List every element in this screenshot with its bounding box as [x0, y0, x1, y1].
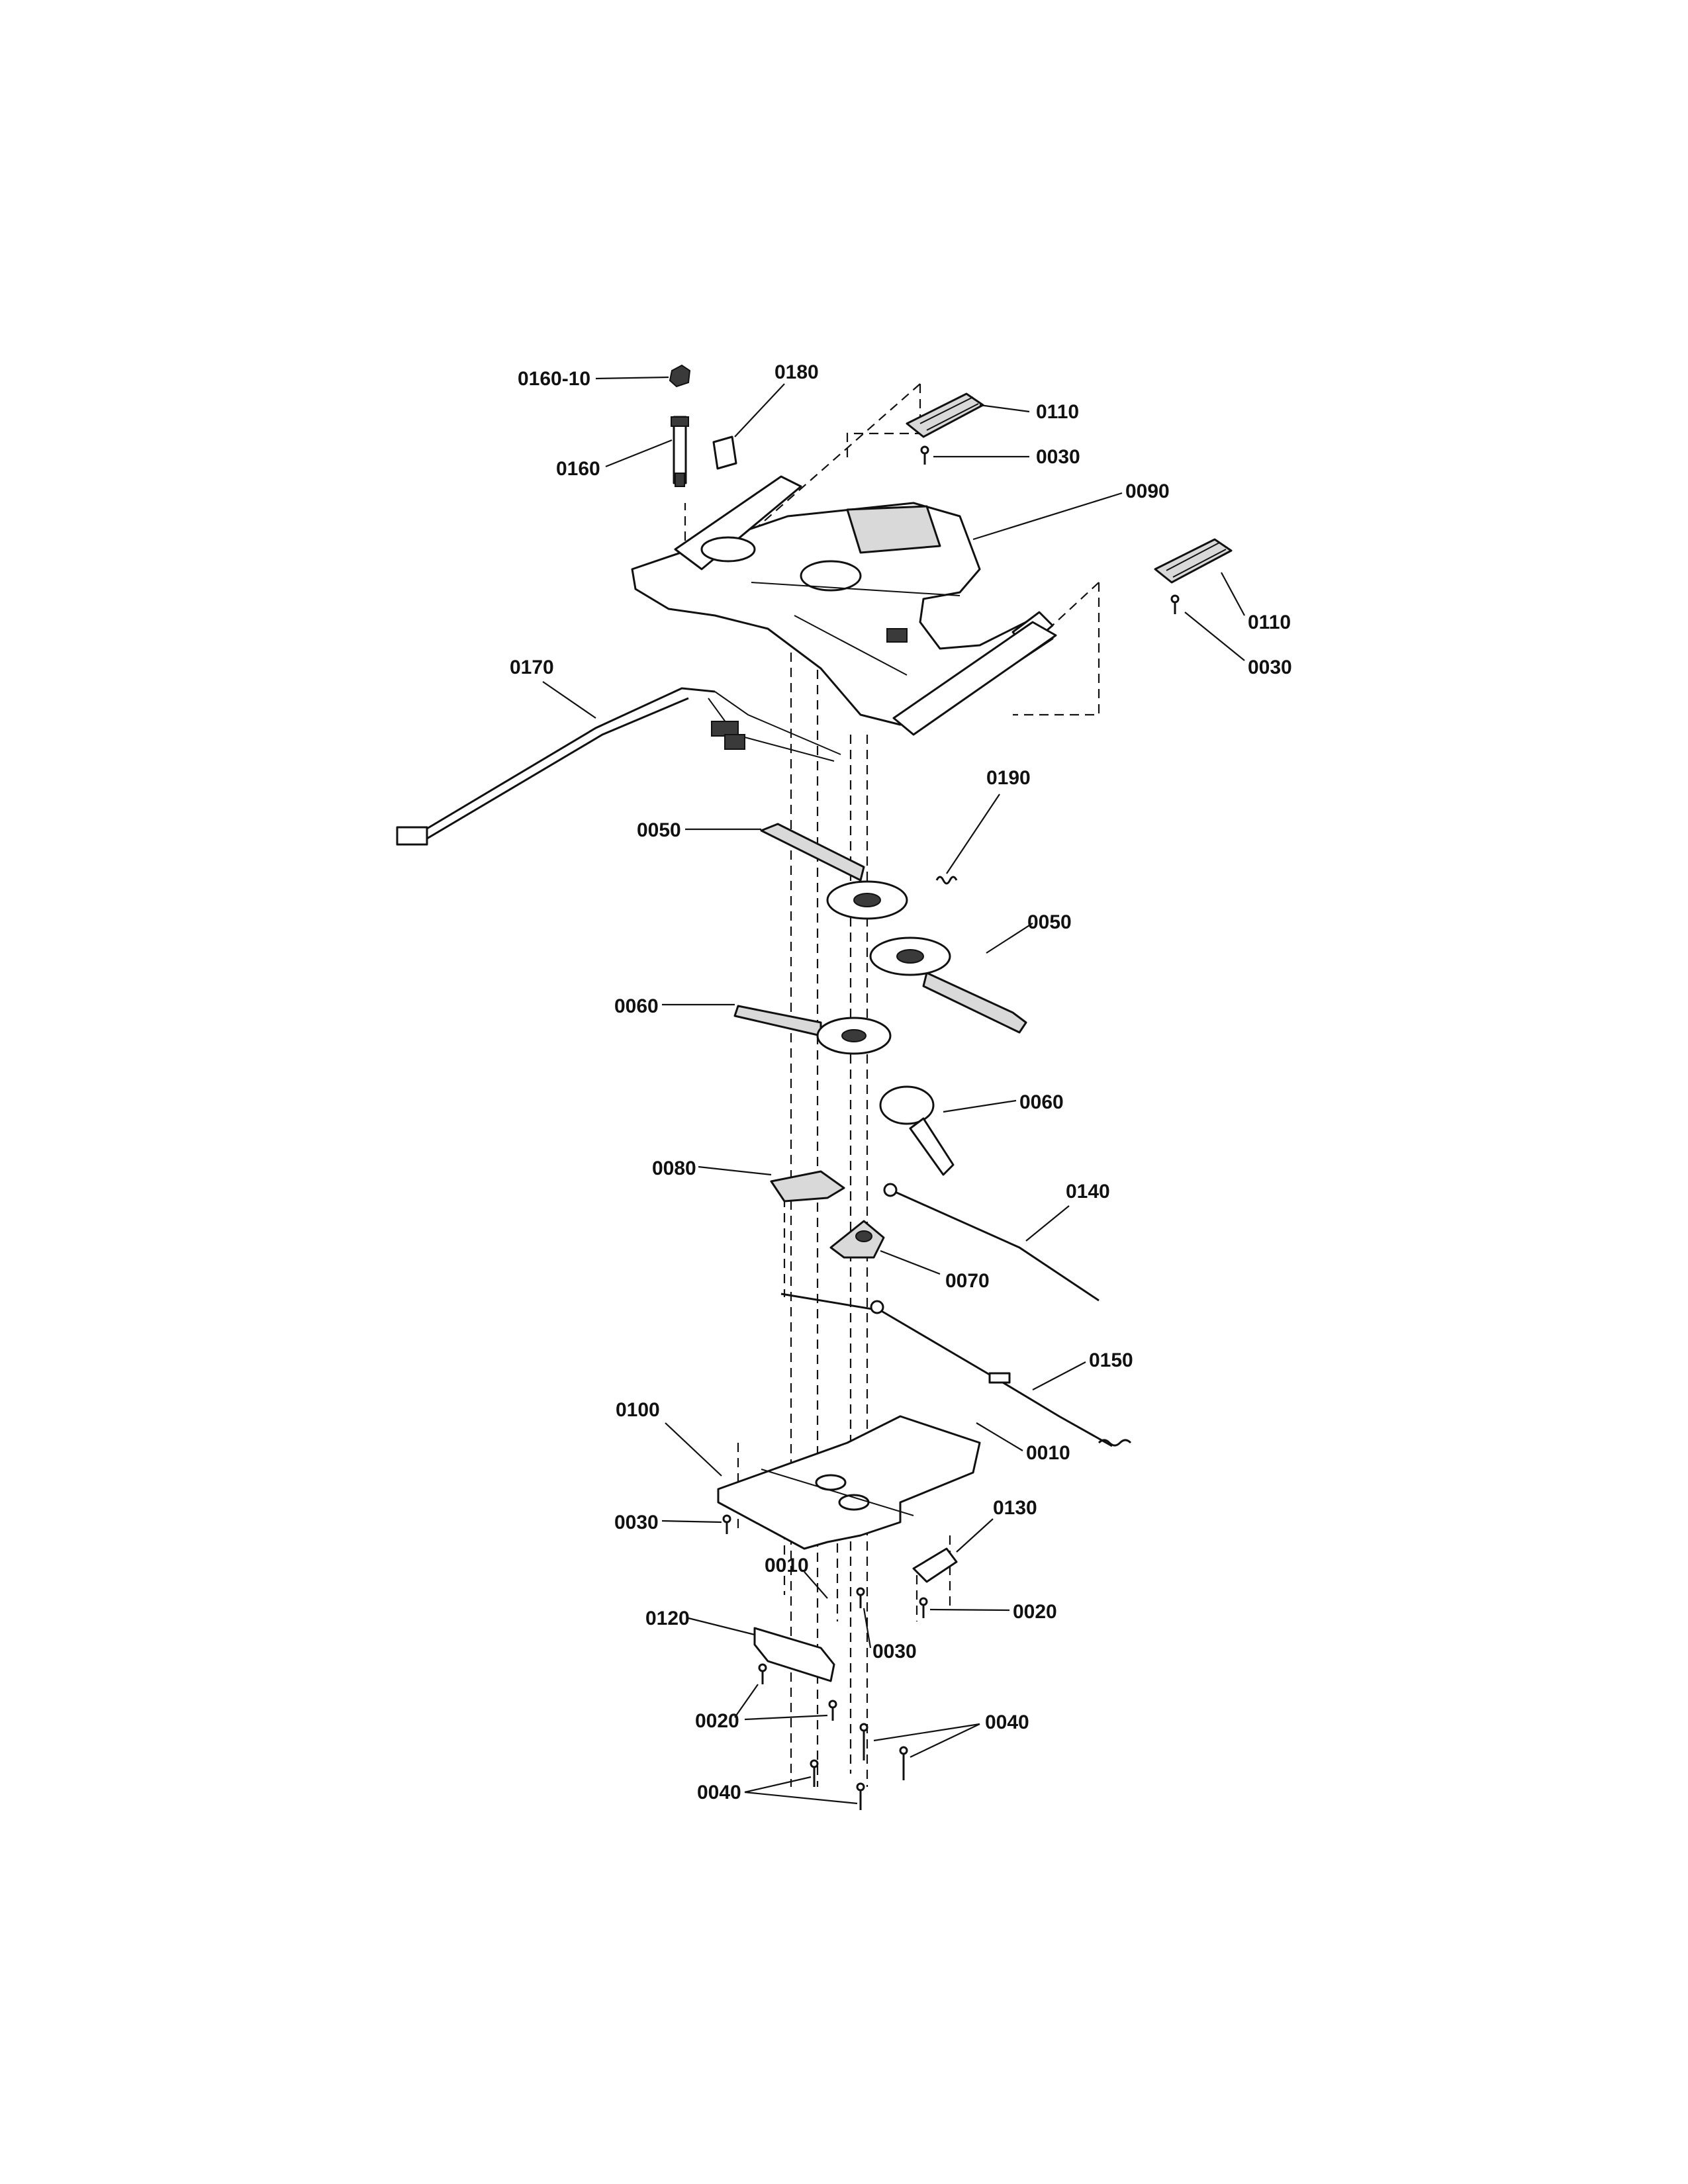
label-0030-left: 0030 [614, 1512, 659, 1533]
control-panel-housing [631, 475, 1057, 736]
label-0020-right: 0020 [1013, 1601, 1057, 1623]
wire-harness [396, 687, 841, 846]
label-0140: 0140 [1066, 1181, 1110, 1203]
label-0170: 0170 [510, 657, 554, 678]
label-0040-lower: 0040 [697, 1782, 741, 1803]
cam-0080 [770, 1170, 845, 1203]
label-0110-right: 0110 [1248, 612, 1291, 633]
label-0110-top: 0110 [1036, 401, 1079, 423]
label-0160: 0160 [556, 458, 600, 480]
lever-upper-left [760, 823, 908, 920]
part-labels: 0160-10 0180 0110 0030 0160 0090 0110 00… [510, 361, 1292, 1803]
label-0090: 0090 [1125, 480, 1170, 502]
label-0030-lower: 0030 [872, 1641, 917, 1662]
label-0050-left: 0050 [637, 819, 681, 841]
switch-parts [669, 364, 737, 487]
lever-mid-left [733, 1005, 892, 1055]
cam-0070 [829, 1220, 885, 1259]
label-0010-right: 0010 [1026, 1442, 1070, 1464]
label-0050-right: 0050 [1027, 911, 1072, 933]
lever-mid-right [879, 1085, 955, 1176]
leader-lines [542, 376, 1245, 1805]
label-0020-lower: 0020 [695, 1710, 739, 1732]
label-0100: 0100 [616, 1399, 660, 1421]
lever-upper-right [869, 936, 1027, 1034]
label-0190: 0190 [986, 767, 1031, 789]
label-0030-right: 0030 [1248, 657, 1292, 678]
base-plate [717, 1415, 981, 1550]
label-0120: 0120 [645, 1608, 690, 1629]
label-0060-right: 0060 [1019, 1091, 1064, 1113]
label-0080: 0080 [652, 1158, 696, 1179]
label-0160-10: 0160-10 [518, 368, 590, 390]
label-0070: 0070 [945, 1270, 990, 1292]
label-0030-top: 0030 [1036, 446, 1080, 468]
cover-0130 [912, 1547, 958, 1583]
screws [722, 445, 1180, 1810]
label-0060-left: 0060 [614, 995, 659, 1017]
label-0180: 0180 [774, 361, 819, 383]
label-0010-lower: 0010 [765, 1555, 809, 1576]
label-0130: 0130 [993, 1497, 1037, 1519]
label-0150: 0150 [1089, 1349, 1133, 1371]
foot-pad-top [906, 392, 984, 438]
foot-pad-right [1154, 538, 1233, 584]
control-cables [780, 1183, 1132, 1447]
cover-0120 [753, 1627, 835, 1682]
label-0040-right: 0040 [985, 1711, 1029, 1733]
spring [935, 876, 958, 885]
